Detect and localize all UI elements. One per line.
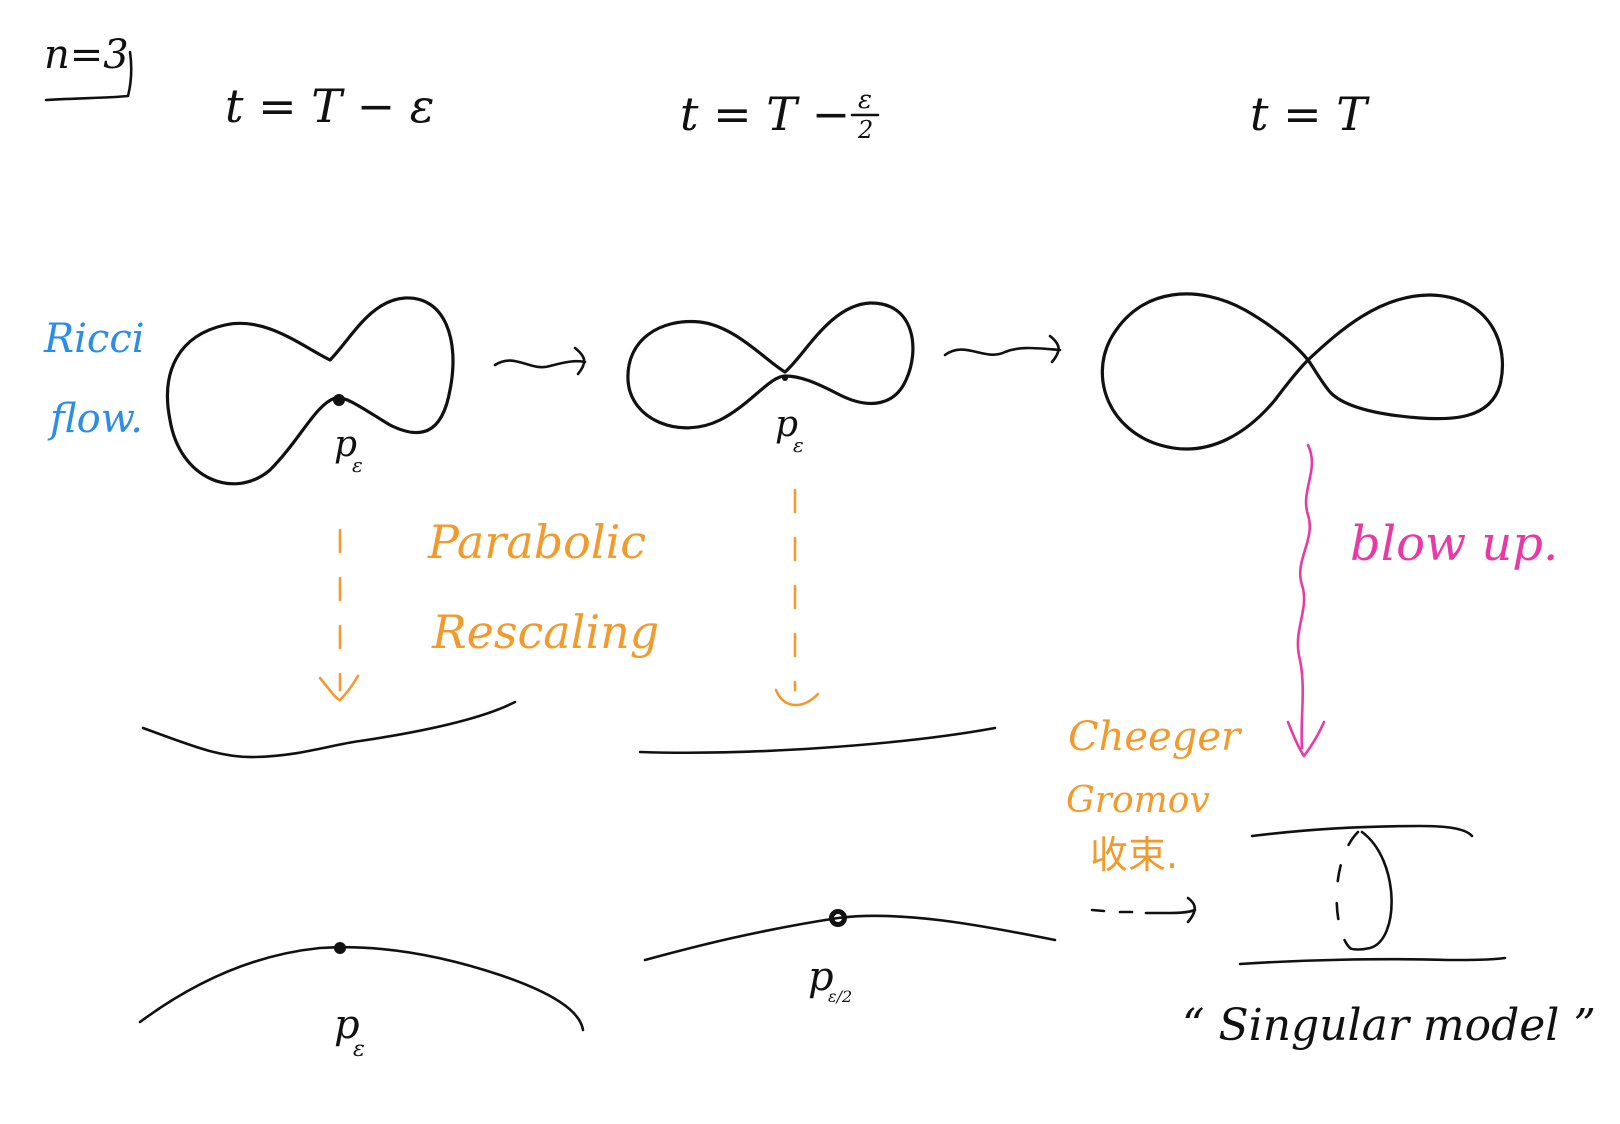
- cylinder-cross-section-back: [1335, 830, 1360, 950]
- ricci-flow-label: Ricci flow.: [43, 316, 145, 442]
- time-label-2-den: 2: [857, 116, 873, 144]
- rescaling-arrow-2-head: [774, 688, 820, 707]
- svg-text:收束.: 收束.: [1090, 833, 1178, 877]
- limit-point-marker-1: [334, 942, 346, 954]
- cylinder-cross-section-front: [1348, 830, 1393, 951]
- svg-text:Gromov: Gromov: [1066, 780, 1210, 821]
- svg-text:Parabolic: Parabolic: [427, 515, 646, 569]
- dumbbell-shape-1: [165, 296, 455, 486]
- svg-text:n=3: n=3: [44, 32, 129, 78]
- svg-text:p: p: [775, 404, 798, 445]
- time-label-1: t = T − ε: [225, 79, 434, 133]
- flow-arrow-1: [493, 346, 587, 376]
- point-marker-2: [782, 375, 788, 381]
- svg-text:Cheeger: Cheeger: [1068, 714, 1243, 760]
- dimension-underline: [44, 50, 133, 102]
- rescaling-arrow-1-head: [318, 674, 360, 702]
- time-label-2-main: t = T −: [680, 87, 850, 141]
- limit-point-label-1: p ε: [334, 1002, 365, 1062]
- rescaled-curve-2: [638, 726, 997, 755]
- svg-text:p: p: [808, 954, 834, 1000]
- limit-point-label-2: p ε/2: [808, 954, 852, 1006]
- svg-text:flow.: flow.: [47, 396, 143, 442]
- dimension-label: n=3: [44, 32, 133, 102]
- svg-text:p: p: [334, 424, 357, 465]
- time-label-3: t = T: [1250, 87, 1370, 141]
- cylinder-top-line: [1250, 824, 1474, 838]
- svg-text:p: p: [334, 1002, 360, 1048]
- svg-text:ε: ε: [352, 453, 363, 477]
- cylinder-bottom-line: [1238, 956, 1507, 966]
- blow-up-label: blow up.: [1350, 516, 1558, 572]
- parabolic-rescaling-label: Parabolic Rescaling: [427, 515, 659, 659]
- rescaled-curve-1: [141, 700, 517, 759]
- point-marker-1: [333, 394, 345, 406]
- convergence-arrow: [1090, 896, 1197, 924]
- time-label-2-num: ε: [858, 85, 872, 115]
- point-label-1: p ε: [334, 424, 363, 477]
- dumbbell-shape-2: [626, 301, 915, 430]
- figure-eight-shape: [1100, 292, 1505, 451]
- limit-curve-1: [138, 945, 585, 1032]
- svg-text:ε/2: ε/2: [828, 987, 852, 1006]
- point-label-2: p ε: [775, 404, 804, 457]
- svg-text:ε: ε: [793, 433, 804, 457]
- svg-text:Rescaling: Rescaling: [431, 605, 659, 659]
- cheeger-gromov-label: Cheeger Gromov 收束.: [1066, 714, 1243, 877]
- flow-arrow-2: [943, 334, 1062, 364]
- time-label-2: t = T − ε 2: [680, 85, 880, 144]
- svg-text:Ricci: Ricci: [43, 316, 145, 362]
- blow-up-arrow: [1286, 443, 1326, 758]
- singular-model-label: “ Singular model ”: [1182, 1000, 1596, 1051]
- svg-text:ε: ε: [353, 1037, 365, 1062]
- limit-point-marker-2: [829, 909, 847, 927]
- limit-curve-2: [643, 914, 1057, 962]
